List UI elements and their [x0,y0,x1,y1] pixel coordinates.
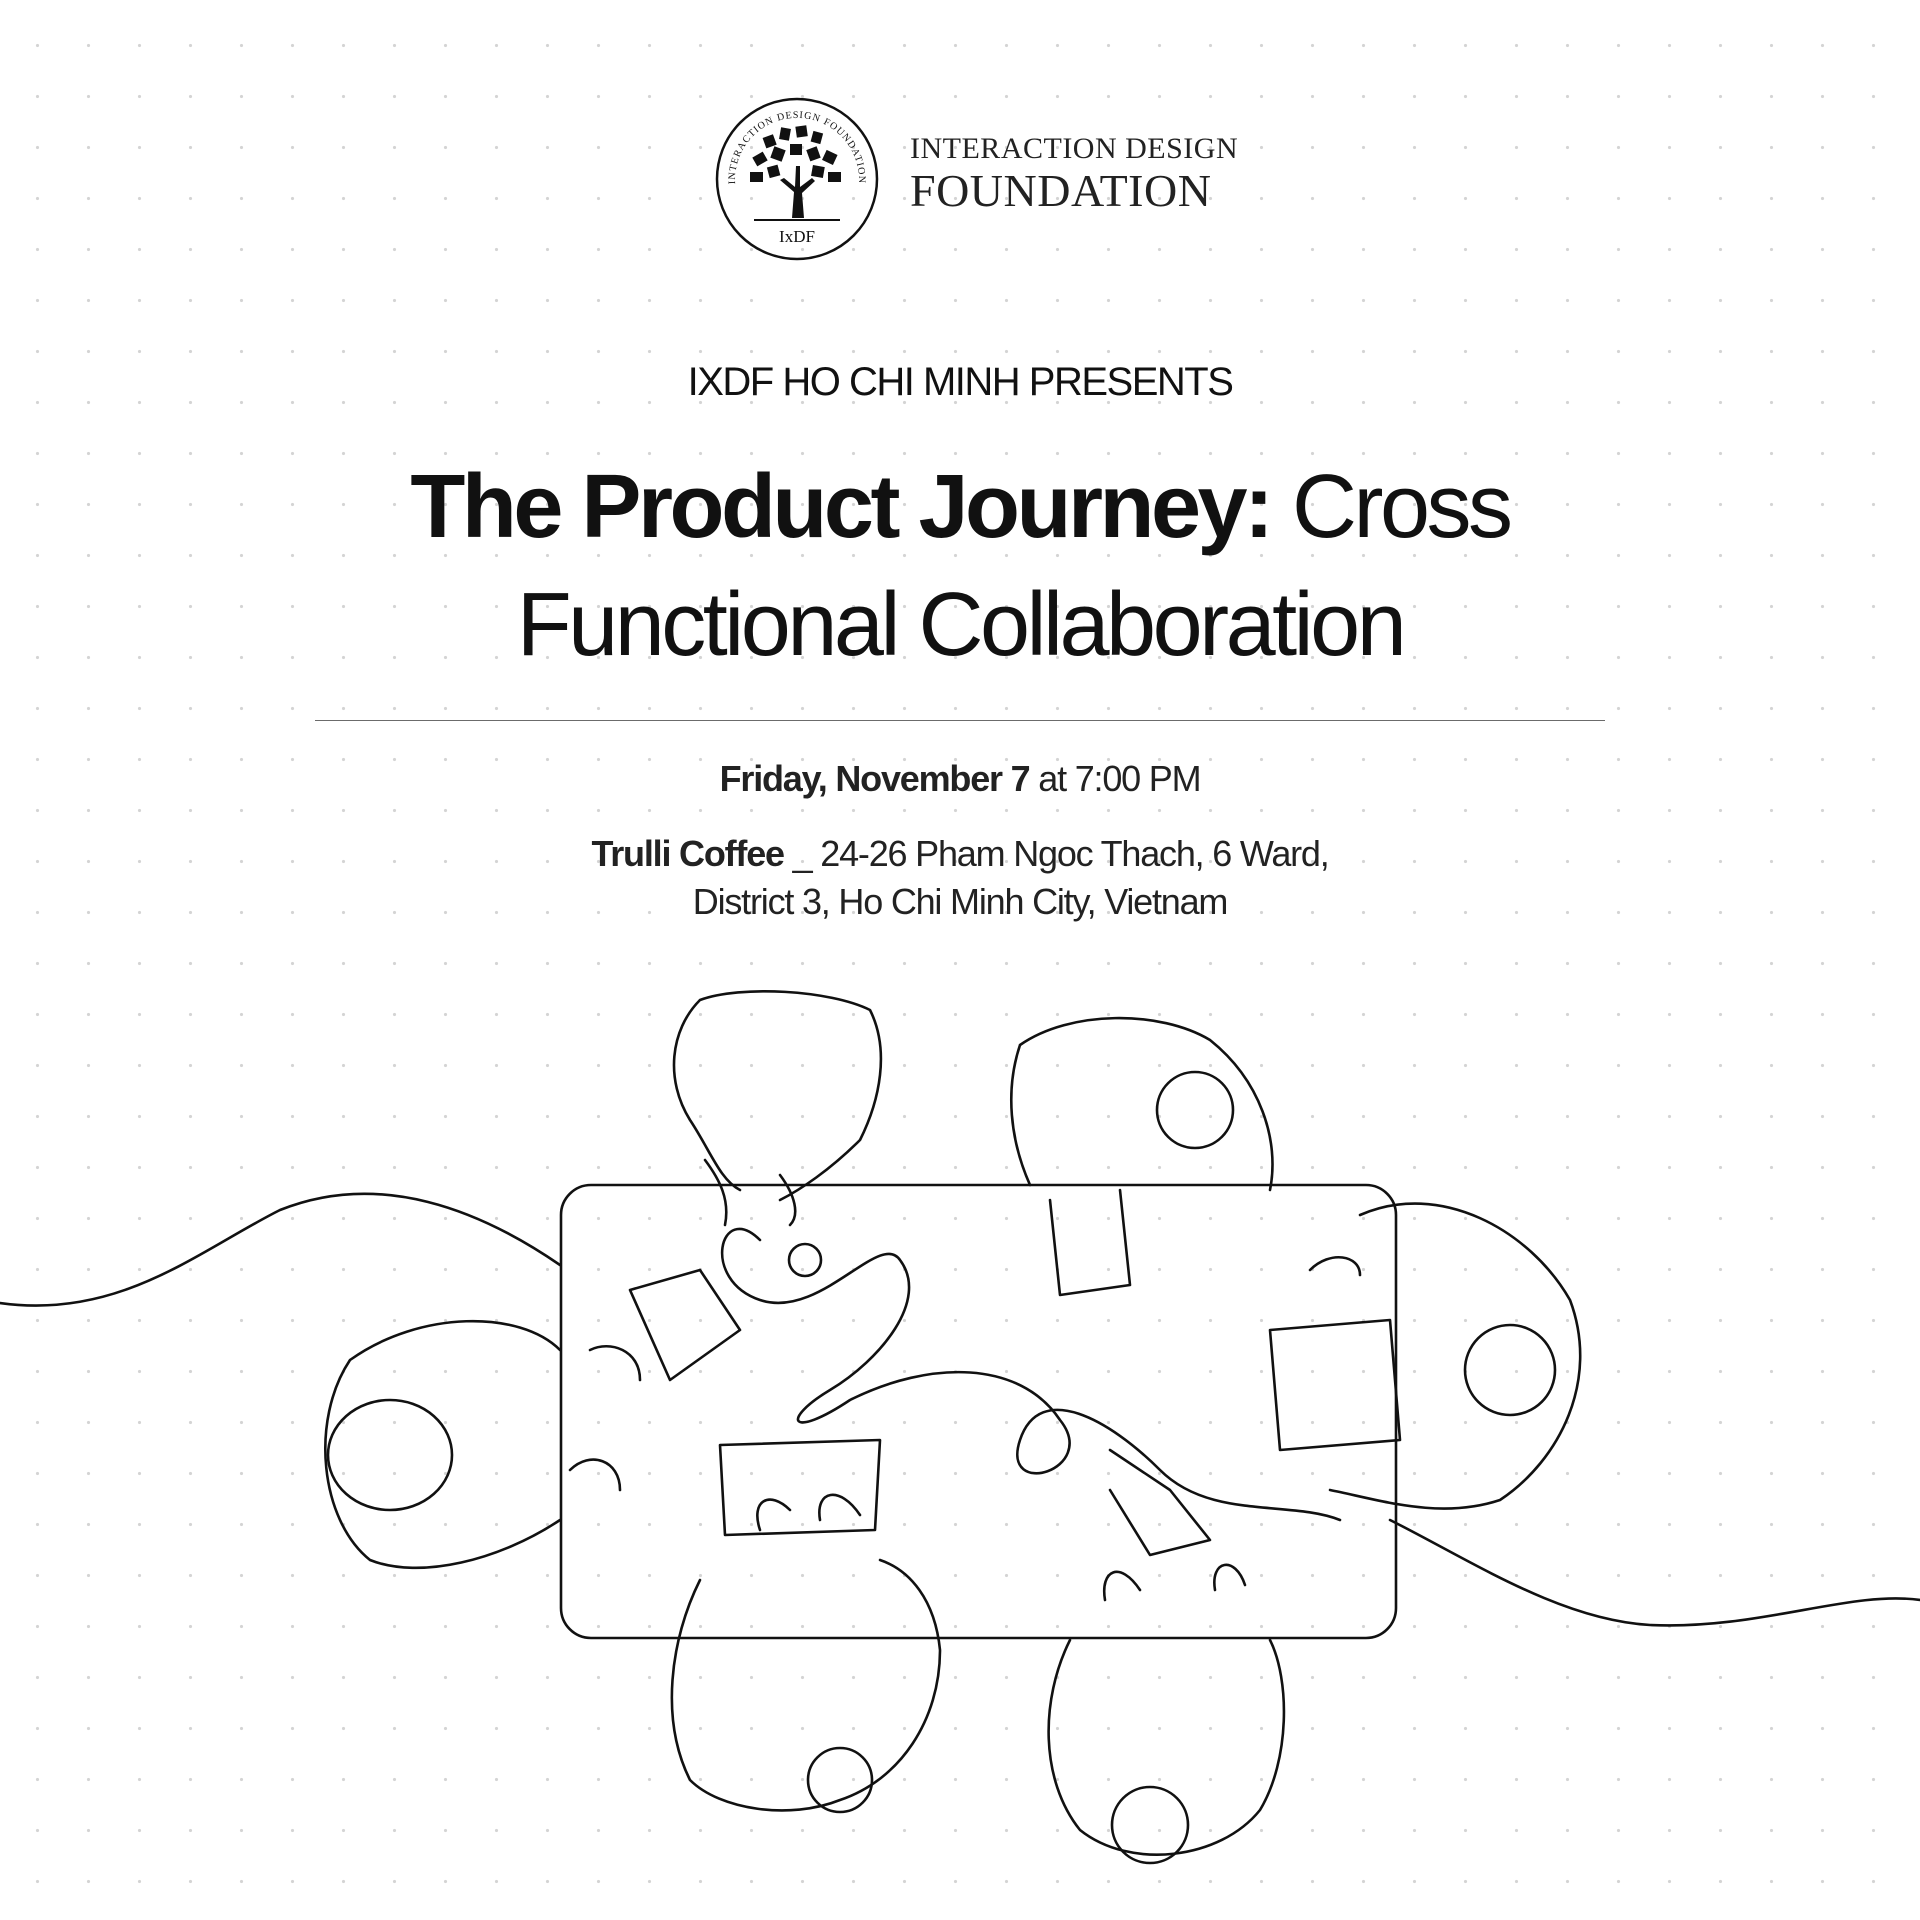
event-date: Friday, November 7 [719,758,1031,799]
title-rest: Cross [1270,457,1513,557]
ixdf-seal-logo: INTERACTION DESIGN FOUNDATION IxDF [715,97,879,261]
divider [315,720,1605,721]
svg-text:IxDF: IxDF [779,227,815,246]
logo-wordmark-line2: FOUNDATION [910,165,1212,216]
event-title: The Product Journey: Cross Functional Co… [0,448,1920,684]
address-line-2: District 3, Ho Chi Minh City, Vietnam [692,881,1229,922]
title-line-1: The Product Journey: Cross [0,448,1920,566]
event-time: at 7:00 PM [1029,758,1201,799]
event-location: Trulli Coffee _ 24-26 Pham Ngoc Thach, 6… [0,830,1920,926]
title-bold: The Product Journey: [410,457,1274,557]
venue-name: Trulli Coffee [591,833,785,874]
meeting-line-illustration [0,990,1920,1865]
title-line-2: Functional Collaboration [516,575,1407,675]
event-datetime: Friday, November 7 at 7:00 PM [0,758,1920,800]
logo-wordmark-line1: INTERACTION DESIGN [910,132,1239,165]
presenter-label: IXDF HO CHI MINH PRESENTS [687,360,1234,404]
address-line-1: _ 24-26 Pham Ngoc Thach, 6 Ward, [783,833,1330,874]
